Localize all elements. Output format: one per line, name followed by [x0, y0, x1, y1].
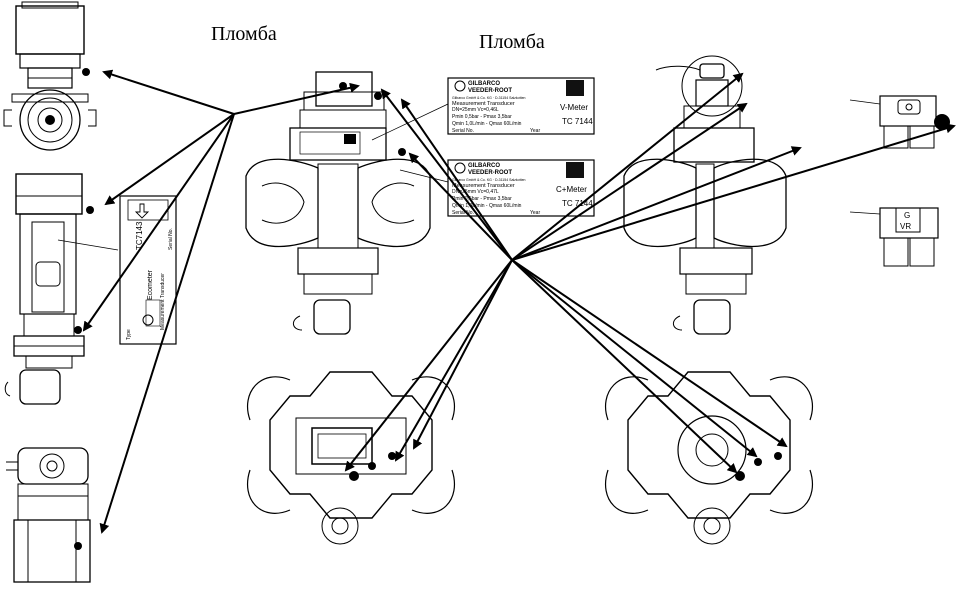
ecometer-serial-text: Serial No.: [168, 228, 174, 250]
seal-dot: [74, 542, 82, 550]
v-plate-line3: Qmin 1,0L/min - Qmax 60L/min: [452, 121, 522, 127]
c-plate-maker: Gilbarco GmbH & Co. KG · D-31154 Salzkot…: [452, 178, 526, 182]
seal-dot: [388, 452, 396, 460]
c-plate-model: C+Meter: [556, 185, 587, 194]
center-meter-side: [245, 71, 431, 335]
ecometer-model-text: Ecometer: [147, 269, 154, 300]
seal-dot: [368, 462, 376, 470]
seal-dot: [398, 148, 406, 156]
center-arrow-bundle: [344, 72, 956, 474]
right-sensor-top: [849, 95, 950, 149]
ecometer-cert-text: TC7143: [135, 221, 144, 250]
sensor-vr-label: VR: [900, 222, 911, 231]
ecometer-plate: Ecometer TC7143 Type Measurement Transdu…: [119, 195, 177, 345]
c-plate-cert: TC 7144: [562, 199, 593, 208]
right-sensor-bottom: G VR: [849, 207, 939, 267]
ecometer-type-label: Type: [126, 329, 132, 340]
left-mid-ecometer: [4, 173, 119, 405]
bottom-right-meter-top: [605, 371, 813, 545]
v-plate-brand-bottom: VEEDER-ROOT: [468, 88, 512, 94]
seal-dot: [74, 326, 82, 334]
c-plate-year: Year: [530, 210, 540, 216]
sensor-g-label: G: [904, 211, 910, 220]
seal-dot: [735, 471, 745, 481]
v-plate-serial: Serial No.: [452, 128, 474, 134]
c-plate-serial: Serial No.: [452, 210, 474, 216]
seal-dot: [349, 471, 359, 481]
ecometer-title-text: Measurement Transducer: [160, 273, 166, 330]
left-arrow-bundle: [82, 69, 360, 534]
seal-dot: [374, 92, 382, 100]
c-plate-line2: Pmin 0,5bar - Pmax 3,5bar: [452, 196, 512, 202]
seal-label-center: Пломба: [479, 31, 545, 53]
c-plate-title: Measurement Transducer: [452, 183, 515, 189]
v-meter-plate: GILBARCO VEEDER-ROOT Gilbarco GmbH & Co.…: [447, 77, 595, 135]
c-plate-qr: [566, 162, 584, 178]
v-plate-line2: Pmin 0,5bar - Pmax 3,5bar: [452, 114, 512, 120]
c-plate-line3: Qmin 1,0L/min - Qmax 60L/min: [452, 203, 522, 209]
left-bottom-pulser: [6, 447, 91, 583]
v-plate-line1: DN=25mm Vc=0,46L: [452, 107, 499, 113]
v-plate-title: Measurement Transducer: [452, 101, 515, 107]
c-plate-brand-top: GILBARCO: [468, 163, 500, 169]
left-top-pulser: [3, 1, 97, 151]
seal-dot: [86, 206, 94, 214]
v-plate-year: Year: [530, 128, 540, 134]
seal-dot: [774, 452, 782, 460]
bottom-left-meter-top: [247, 371, 455, 545]
v-plate-model: V-Meter: [560, 103, 588, 112]
c-plate-brand-bottom: VEEDER-ROOT: [468, 170, 512, 176]
v-plate-brand-top: GILBARCO: [468, 81, 500, 87]
right-meter-side: [623, 55, 787, 335]
c-plate-line1: DN=25mm Vc=0,47L: [452, 189, 499, 195]
seal-label-left: Пломба: [211, 23, 277, 45]
seal-dot: [754, 458, 762, 466]
c-meter-plate: GILBARCO VEEDER-ROOT Gilbarco GmbH & Co.…: [447, 159, 595, 217]
v-plate-cert: TC 7144: [562, 117, 593, 126]
v-plate-qr: [566, 80, 584, 96]
seal-dot: [82, 68, 90, 76]
v-plate-maker: Gilbarco GmbH & Co. KG · D-31154 Salzkot…: [452, 96, 526, 100]
